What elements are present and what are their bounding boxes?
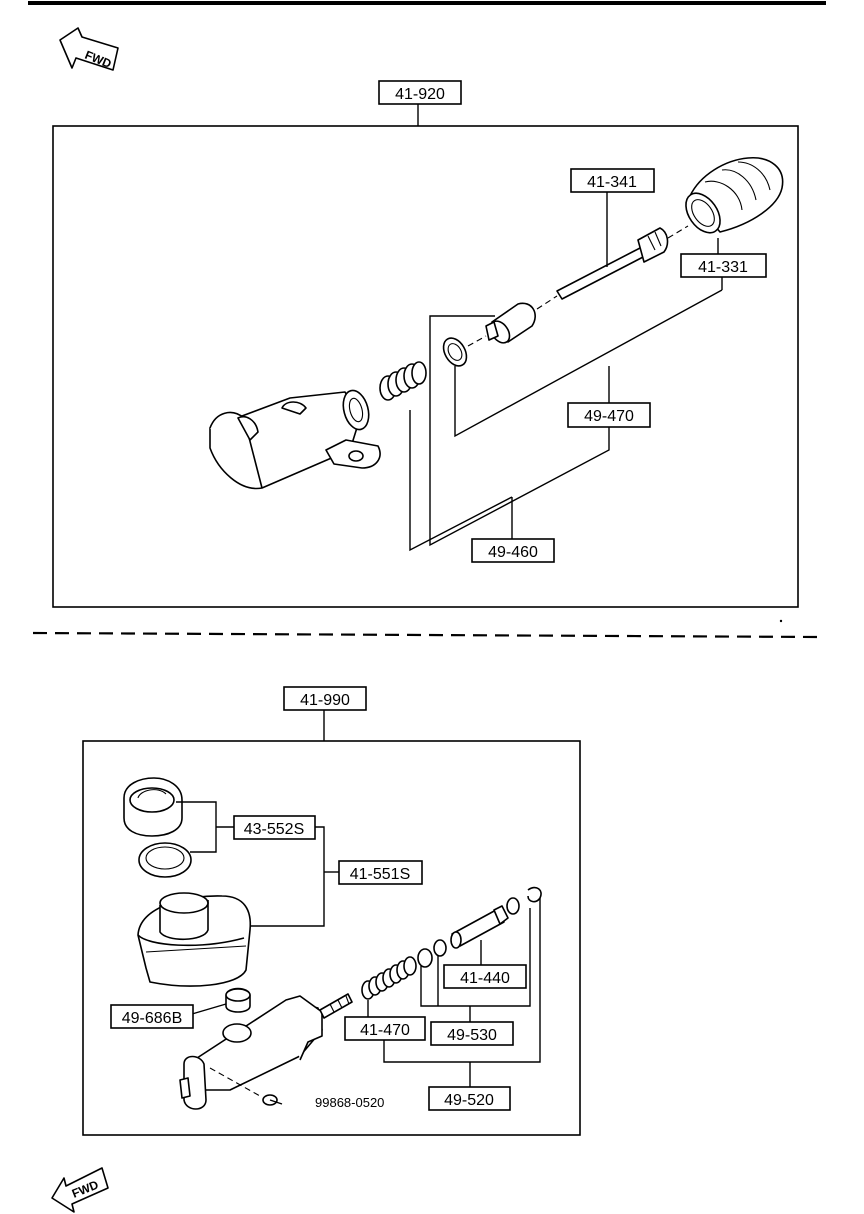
label-box-41-551S[interactable] — [338, 860, 423, 885]
cup-part — [417, 948, 433, 968]
reservoir-cap-part — [123, 777, 183, 837]
part-number-99868-0520[interactable]: 99868-0520 — [315, 1095, 384, 1110]
master-cylinder-section: 41-990 — [82, 686, 581, 1136]
fwd-arrow-icon-bottom: FWD — [51, 1167, 109, 1213]
boot-part — [685, 157, 784, 234]
part-number-49-460: 49-460 — [488, 544, 538, 561]
washer-part — [506, 897, 520, 915]
label-box-41-470[interactable] — [344, 1016, 426, 1041]
part-number-41-341: 41-341 — [587, 174, 637, 191]
label-box-41-440[interactable] — [443, 964, 527, 989]
label-box-49-686B[interactable] — [110, 1004, 194, 1029]
bushing-part — [225, 987, 251, 1013]
label-box-41-920[interactable] — [378, 80, 462, 105]
spring-part — [361, 956, 417, 1000]
part-number-49-686B: 49-686B — [122, 1010, 183, 1027]
part-number-41-440: 41-440 — [460, 970, 510, 987]
label-box-49-460[interactable] — [471, 538, 555, 563]
fwd-arrow-icon-top: FWD — [59, 27, 119, 71]
label-box-49-520[interactable] — [428, 1086, 511, 1111]
release-cylinder-section: 41-920 — [52, 80, 799, 623]
label-box-49-470[interactable] — [567, 402, 651, 428]
cup-seal-part — [442, 337, 468, 367]
reservoir-part — [137, 892, 252, 987]
push-rod-part — [556, 227, 669, 300]
label-box-49-530[interactable] — [430, 1021, 514, 1046]
part-number-41-990: 41-990 — [300, 692, 350, 709]
release-cylinder-body — [209, 389, 381, 490]
bolt-part — [262, 1094, 283, 1106]
part-number-49-470: 49-470 — [584, 408, 634, 425]
release-cylinder-frame — [52, 125, 799, 608]
label-box-43-552S[interactable] — [233, 815, 316, 840]
cup-part — [433, 939, 447, 957]
part-number-49-520: 49-520 — [444, 1092, 494, 1109]
label-box-41-341[interactable] — [570, 168, 655, 193]
part-number-43-552S: 43-552S — [244, 821, 305, 838]
master-cylinder-frame — [82, 740, 581, 1136]
piston-part — [450, 905, 509, 949]
spring-part — [379, 361, 427, 401]
piston-part — [485, 302, 536, 344]
part-number-41-331: 41-331 — [698, 259, 748, 276]
label-box-41-331[interactable] — [680, 253, 767, 278]
part-number-41-920: 41-920 — [395, 86, 445, 103]
part-number-49-530: 49-530 — [447, 1027, 497, 1044]
reservoir-seal-part — [138, 842, 192, 878]
master-cylinder-body — [179, 993, 353, 1110]
part-number-41-470: 41-470 — [360, 1022, 410, 1039]
section-divider — [32, 631, 819, 639]
label-box-41-990[interactable] — [283, 686, 367, 711]
part-number-41-551S: 41-551S — [350, 866, 411, 883]
snap-ring-part — [527, 886, 542, 903]
